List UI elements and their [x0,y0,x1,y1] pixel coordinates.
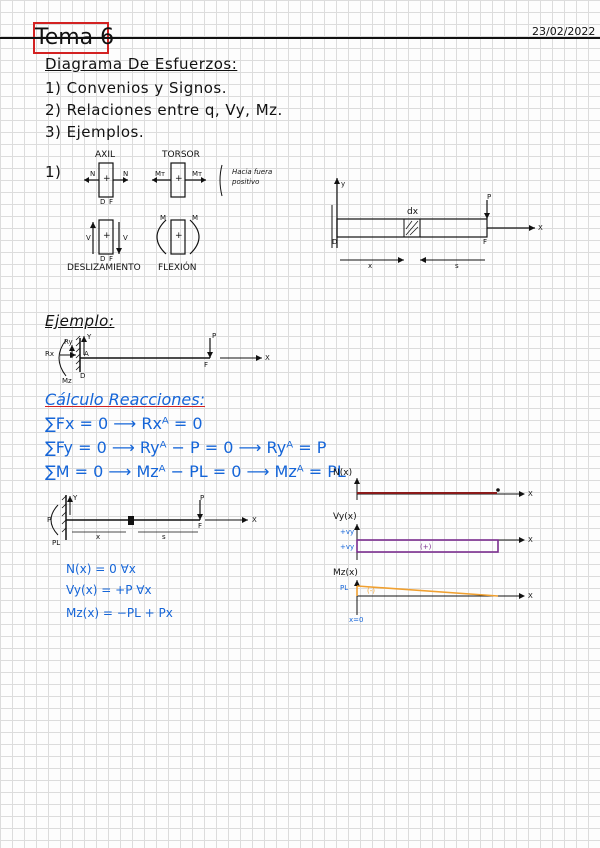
axil-d: D [100,198,106,206]
diagram-n-label: N(x) [333,468,353,478]
positive-note: Hacia fuera positivo [232,168,273,186]
axil-n-left: N [90,170,96,178]
shear-d: D [100,255,106,263]
shear-f: F [109,255,114,263]
section-item-1: 1) Convenios y Signos. [45,79,227,97]
cut-p-label: P [47,516,52,524]
beam-dx-label: dx [407,207,419,217]
torsor-plus: + [175,174,183,184]
example-y-label: Y [87,333,92,341]
example-ry-label: Ry [64,338,73,346]
flex-plus: + [175,231,183,241]
result-n: N(x) = 0 ∀x [66,562,136,576]
page-date: 23/02/2022 [532,25,596,38]
example-mz-label: Mz [62,377,72,385]
diagram-v-x: X [528,536,533,544]
reactions-eq-2: ∑Fy = 0 ⟶ Ryᴬ − P = 0 ⟶ Ryᴬ = P [45,438,327,457]
reactions-heading: Cálculo Reacciones: [45,390,205,409]
diagram-v-plus-bottom: +vy [340,543,355,551]
cut-x-dim: x [96,533,101,541]
example-p-label: P [212,332,217,340]
example-f-label: F [204,361,209,369]
result-v: Vy(x) = +P ∀x [66,583,152,597]
diagram-m-pl: PL [340,584,349,592]
conventions-sketch [84,162,223,255]
example-d-label: D [80,372,86,380]
diagram-n-x: X [528,490,533,498]
diagrams-sketch [354,478,525,615]
cut-x-axis-label: X [252,516,257,524]
example-x-label: X [265,354,270,362]
diagram-v-plus-top: +vy [340,528,355,536]
reactions-eq-1: ∑Fx = 0 ⟶ Rxᴬ = 0 [45,414,203,433]
diagram-x0: x=0 [349,616,364,624]
beam-d-label: D [332,238,338,246]
beam-y-label: y [341,180,346,188]
cut-sketch [50,495,248,540]
example-heading: Ejemplo: [45,312,115,330]
cut-s-dim: s [162,533,166,541]
cut-p-top-label: P [200,494,205,502]
beam-x-axis-label: X [538,224,543,232]
beam-f-label: F [483,238,488,246]
beam-s-dim: s [455,262,459,270]
cut-f-label: F [198,522,203,530]
reactions-eq-3: ∑M = 0 ⟶ Mzᴬ − PL = 0 ⟶ Mzᴬ = PL [45,462,346,481]
diagram-m-label: Mz(x) [333,568,358,578]
torsor-mt-left: Mт [155,170,166,178]
header-rule [0,37,600,39]
flexion-label: FLEXIÓN [158,263,197,273]
example-sketch [58,335,262,377]
example-rx-label: Rx [45,350,55,358]
shear-v-right: V [123,234,128,242]
deslizamiento-label: DESLIZAMIENTO [67,263,141,273]
shear-plus: + [103,231,111,241]
axil-f: F [109,198,114,206]
beam-p-label: P [487,193,492,201]
example-a-label: A [84,350,89,358]
flex-m-right: M [192,214,199,222]
diagram-m-sign: (-) [367,587,375,595]
axil-label: AXIL [95,150,115,160]
beam-x-dim: x [368,262,373,270]
axil-n-right: N [123,170,129,178]
conventions-number: 1) [45,163,62,181]
result-m: Mz(x) = −PL + Px [66,606,173,620]
section-heading: Diagrama De Esfuerzos: [45,55,238,73]
shear-v-left: V [86,234,91,242]
diagram-v-label: Vy(x) [333,512,357,522]
section-item-3: 3) Ejemplos. [45,123,145,141]
section-item-2: 2) Relaciones entre q, Vy, Mz. [45,101,283,119]
diagram-m-x: X [528,592,533,600]
torsor-label: TORSOR [162,150,200,160]
axil-plus: + [103,174,111,184]
beam-sketch [331,178,535,263]
diagram-v-sign: (+) [420,543,432,551]
flex-m-left: M [160,214,167,222]
torsor-mt-right: Mт [192,170,203,178]
cut-y-label: Y [73,494,78,502]
cut-pl-label: PL [52,539,61,547]
